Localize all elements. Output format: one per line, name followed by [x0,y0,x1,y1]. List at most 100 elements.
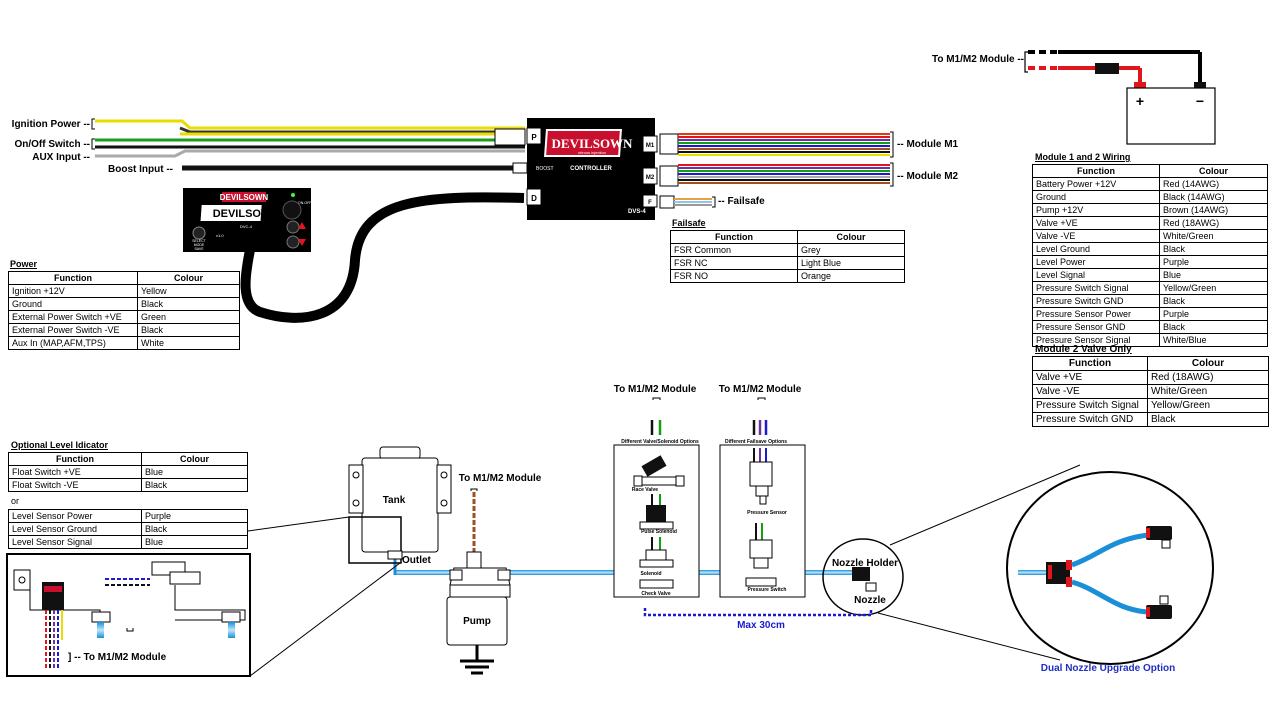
cell: Valve +VE [1032,216,1160,230]
panel-mode: MODE [194,243,205,247]
cell: Purple [141,509,248,523]
table-row: Aux In (MAP,AFM,TPS)White [8,336,240,350]
cell: Black [141,478,248,492]
failsafe-table-title: Failsafe [672,218,706,228]
on-off-switch-label: On/Off Switch -- [14,139,90,150]
cell: Blue [141,535,248,549]
arrow-down-icon [298,239,306,246]
aux-input-label: AUX Input -- [32,152,90,163]
cell: Purple [1159,255,1268,269]
cell: Level Power [1032,255,1160,269]
nozzle-assembly: Nozzle Holder Nozzle Max 30cm [643,464,1081,661]
valve-to-module-label: To M1/M2 Module [614,384,697,395]
led-icon [291,193,295,197]
max-30cm-label: Max 30cm [737,620,785,631]
failsafe-options: To M1/M2 Module Different Failsave Optio… [719,384,806,598]
level-to-module-label: ] -- To M1/M2 Module [68,652,167,663]
cell: Level Ground [1032,242,1160,256]
solenoid-label: Solenoid [640,571,661,577]
failsafe-wires: -- Failsafe [659,195,765,209]
valve-options: To M1/M2 Module Different Valve/Solenoid… [613,384,700,598]
cell: Pressure Sensor Signal [1032,333,1160,347]
cell: Pressure Sensor GND [1032,320,1160,334]
port-m1: M1 [646,143,655,149]
failsafe-label: -- Failsafe [718,196,765,207]
cell: Yellow [137,284,240,298]
knob-icon [192,226,206,240]
level-header-colour: Colour [141,452,248,466]
cell: White/Green [1159,229,1268,243]
cell: Ignition +12V [8,284,138,298]
controller-name: CONTROLLER [570,166,612,172]
battery-icon [1126,87,1216,145]
cell: Light Blue [797,256,905,270]
diff-failsafe-label: Different Failsave Options [725,439,787,445]
panel-version: v1.0 [216,233,224,238]
failsafe-header-colour: Colour [797,230,905,244]
ignition-power-label: Ignition Power -- [12,119,90,130]
cell: Battery Power +12V [1032,177,1160,191]
cell: White/Green [1147,384,1269,399]
panel-select: SELECT [192,239,206,243]
ground-icon [460,659,494,675]
cell: Black (14AWG) [1159,190,1268,204]
cell: Float Switch +VE [8,465,142,479]
failsafe-header-function: Function [670,230,798,244]
battery-plus: + [1136,93,1144,109]
controller-logo [544,129,622,157]
port-p: P [531,133,537,142]
panel-on-off: ON-OFF [298,201,311,205]
panel-model: DVC-4 [240,224,253,229]
battery-group: To M1/M2 Module -- + − [932,50,1216,145]
nozzle-holder-label: Nozzle Holder [832,558,898,569]
module-m1-label: -- Module M1 [897,139,959,150]
cell: External Power Switch -VE [8,323,138,337]
pump: To M1/M2 Module Pump [446,473,542,675]
cell: Valve -VE [1032,229,1160,243]
cell: Float Switch -VE [8,478,142,492]
controller-sub: nitrous injection [578,150,606,155]
cell: Level Signal [1032,268,1160,282]
nozzle-label: Nozzle [854,595,886,606]
controller-brand: DEVILSOWN [552,136,634,151]
pump-to-module-label: To M1/M2 Module [459,473,542,484]
m2-bundle: -- Module M2 [659,162,959,187]
cell: Red (18AWG) [1159,216,1268,230]
fuse-icon [1095,63,1119,74]
cell: Brown (14AWG) [1159,203,1268,217]
power-header-colour: Colour [137,271,240,285]
cell: Pressure Switch Signal [1032,281,1160,295]
port-m2: M2 [646,175,655,181]
level-inset: ] -- To M1/M2 Module [6,516,401,677]
panel-brand: DEVILSOWN [213,208,280,220]
fsafe-to-module-label: To M1/M2 Module [719,384,802,395]
switch-panel: DEVILSOWN DEVILSOWN DVC-4 v1.0 ON-OFF SE… [183,188,525,323]
cell: Level Sensor Ground [8,522,142,536]
boost-port-label: BOOST [536,166,554,172]
input-wires: Ignition Power -- On/Off Switch -- AUX I… [12,118,528,175]
module12-header-function: Function [1032,164,1160,178]
cell: Grey [797,243,905,257]
pressure-switch-label: Pressure Switch [748,587,787,593]
cell: Black [137,297,240,311]
pressure-sensor-label: Pressure Sensor [747,510,787,516]
